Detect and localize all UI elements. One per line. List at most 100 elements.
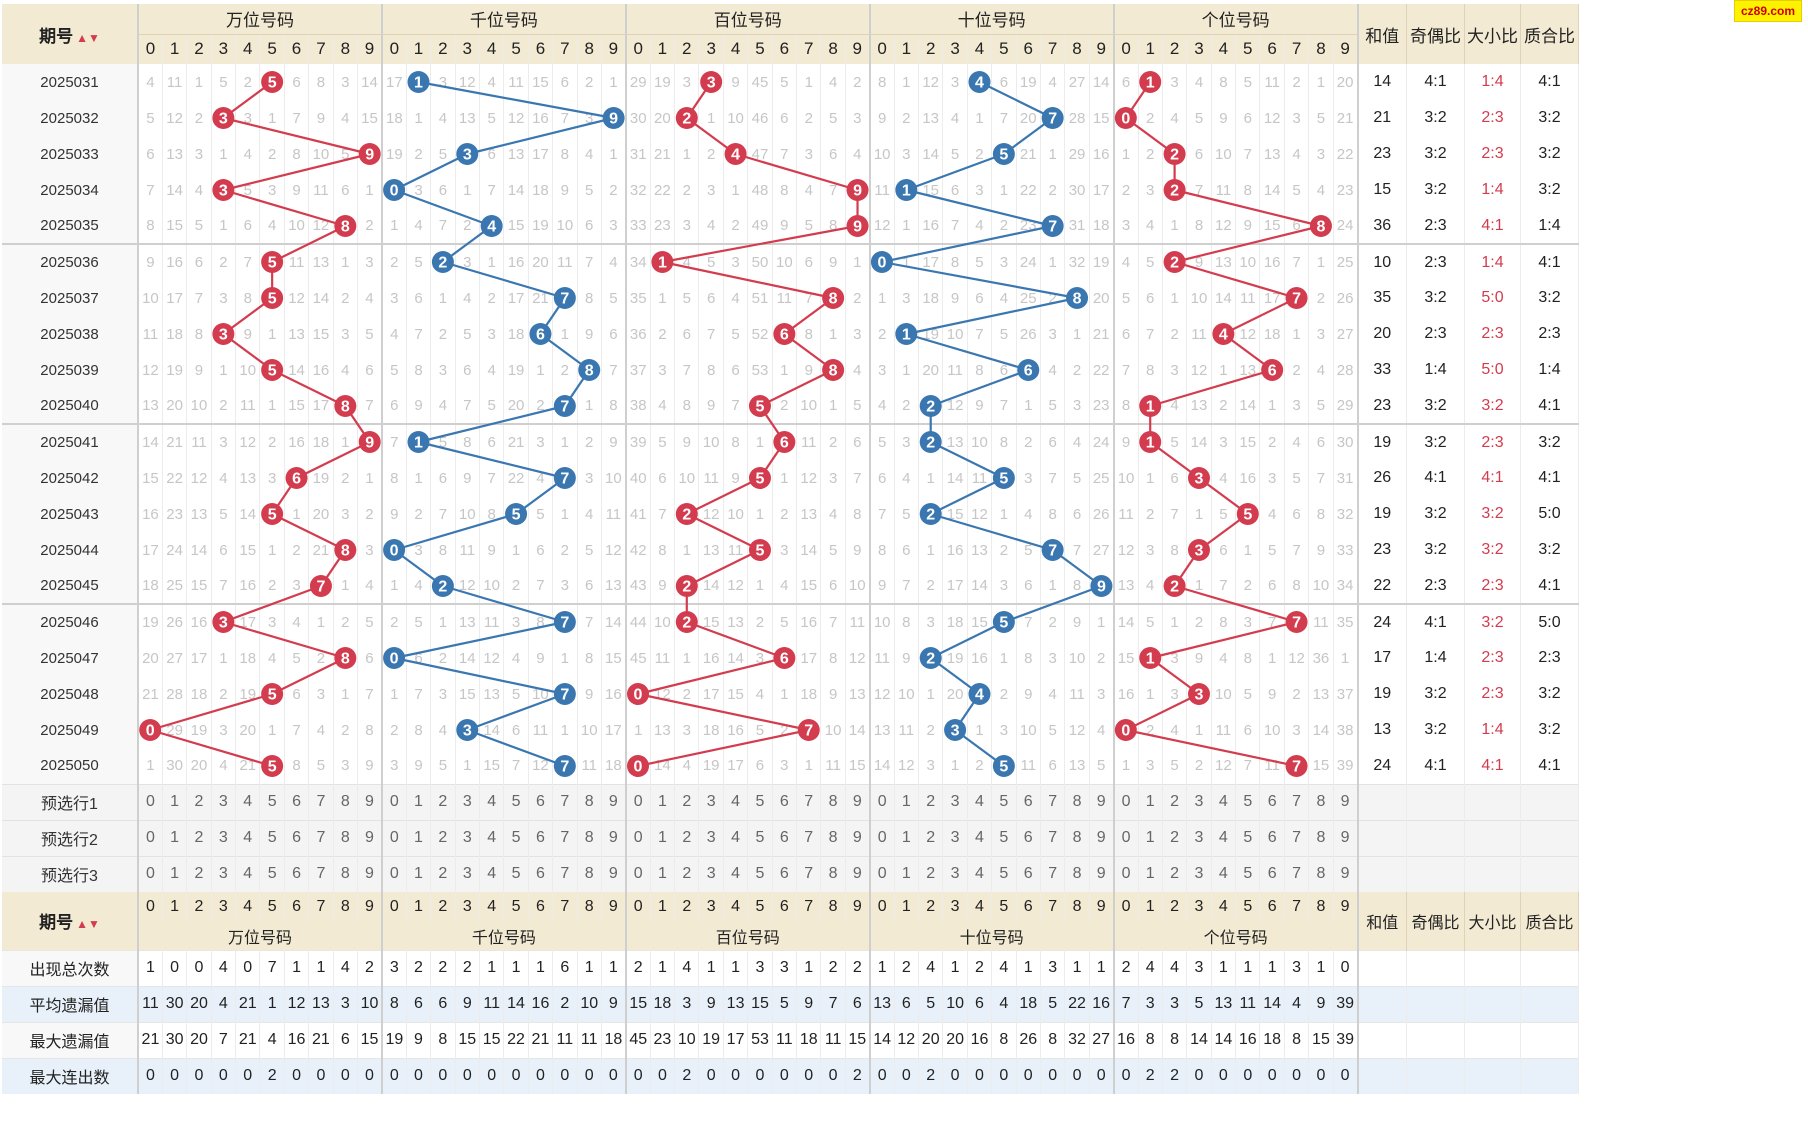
preselect-digit[interactable]: 3	[455, 819, 480, 856]
preselect-digit[interactable]: 8	[333, 819, 359, 856]
preselect-digit[interactable]: 7	[1040, 819, 1066, 856]
preselect-digit[interactable]: 1	[650, 819, 676, 856]
preselect-digit[interactable]: 7	[308, 783, 334, 820]
preselect-digit[interactable]: 8	[577, 855, 602, 892]
preselect-digit[interactable]: 3	[211, 783, 237, 820]
preselect-digit[interactable]: 8	[1308, 855, 1334, 892]
preselect-digit[interactable]: 1	[1138, 819, 1163, 856]
preselect-digit[interactable]: 7	[1284, 783, 1310, 820]
preselect-digit[interactable]: 3	[455, 783, 480, 820]
preselect-digit[interactable]: 4	[479, 855, 505, 892]
sort-period-header[interactable]: 期号▲▼	[2, 4, 139, 64]
preselect-digit[interactable]: 4	[235, 819, 261, 856]
sort-period-footer[interactable]: 期号▲▼	[2, 892, 139, 950]
preselect-digit[interactable]: 6	[284, 855, 310, 892]
preselect-digit[interactable]: 7	[796, 819, 822, 856]
preselect-digit[interactable]: 5	[1235, 783, 1261, 820]
preselect-digit[interactable]: 4	[1211, 783, 1237, 820]
preselect-digit[interactable]: 6	[772, 855, 798, 892]
preselect-digit[interactable]: 3	[698, 819, 724, 856]
preselect-digit[interactable]: 8	[1064, 783, 1090, 820]
preselect-digit[interactable]: 8	[1064, 855, 1090, 892]
preselect-digit[interactable]: 5	[747, 819, 773, 856]
preselect-digit[interactable]: 5	[503, 855, 529, 892]
preselect-digit[interactable]: 6	[528, 819, 554, 856]
preselect-digit[interactable]: 3	[455, 855, 480, 892]
preselect-digit[interactable]: 8	[333, 783, 359, 820]
preselect-digit[interactable]: 3	[1186, 855, 1212, 892]
preselect-digit[interactable]: 7	[1284, 819, 1310, 856]
preselect-digit[interactable]: 9	[357, 783, 383, 820]
preselect-digit[interactable]: 6	[284, 783, 310, 820]
preselect-digit[interactable]: 1	[162, 783, 188, 820]
preselect-digit[interactable]: 0	[625, 783, 651, 820]
preselect-digit[interactable]: 5	[991, 783, 1017, 820]
preselect-digit[interactable]: 5	[1235, 855, 1261, 892]
preselect-digit[interactable]: 4	[479, 819, 505, 856]
preselect-digit[interactable]: 3	[1186, 819, 1212, 856]
preselect-digit[interactable]: 2	[430, 819, 456, 856]
preselect-digit[interactable]: 2	[1162, 855, 1188, 892]
preselect-digit[interactable]: 2	[186, 783, 212, 820]
preselect-digit[interactable]: 5	[747, 855, 773, 892]
preselect-digit[interactable]: 2	[1162, 783, 1188, 820]
preselect-digit[interactable]: 5	[1235, 819, 1261, 856]
preselect-digit[interactable]: 6	[1016, 819, 1041, 856]
preselect-digit[interactable]: 2	[918, 783, 944, 820]
preselect-digit[interactable]: 5	[259, 783, 285, 820]
preselect-digit[interactable]: 9	[1333, 855, 1359, 892]
preselect-digit[interactable]: 0	[381, 819, 407, 856]
preselect-digit[interactable]: 4	[1211, 819, 1237, 856]
preselect-digit[interactable]: 2	[918, 855, 944, 892]
preselect-digit[interactable]: 1	[894, 783, 920, 820]
preselect-digit[interactable]: 6	[1259, 783, 1285, 820]
preselect-digit[interactable]: 1	[1138, 783, 1163, 820]
preselect-digit[interactable]: 7	[796, 855, 822, 892]
preselect-digit[interactable]: 7	[1040, 855, 1066, 892]
preselect-digit[interactable]: 1	[406, 783, 432, 820]
preselect-digit[interactable]: 3	[1186, 783, 1212, 820]
preselect-digit[interactable]: 6	[772, 783, 798, 820]
preselect-digit[interactable]: 7	[308, 855, 334, 892]
preselect-digit[interactable]: 8	[577, 819, 602, 856]
preselect-digit[interactable]: 8	[333, 855, 359, 892]
preselect-digit[interactable]: 9	[1089, 819, 1115, 856]
preselect-digit[interactable]: 9	[845, 855, 871, 892]
preselect-digit[interactable]: 9	[1089, 783, 1115, 820]
preselect-digit[interactable]: 4	[967, 783, 993, 820]
preselect-digit[interactable]: 6	[772, 819, 798, 856]
preselect-digit[interactable]: 3	[211, 855, 237, 892]
preselect-digit[interactable]: 1	[162, 855, 188, 892]
preselect-digit[interactable]: 5	[259, 855, 285, 892]
preselect-digit[interactable]: 0	[381, 855, 407, 892]
preselect-digit[interactable]: 6	[528, 783, 554, 820]
preselect-digit[interactable]: 6	[1016, 783, 1041, 820]
preselect-digit[interactable]: 0	[138, 855, 163, 892]
preselect-digit[interactable]: 0	[138, 819, 163, 856]
preselect-digit[interactable]: 0	[138, 783, 163, 820]
preselect-digit[interactable]: 7	[308, 819, 334, 856]
preselect-digit[interactable]: 7	[1284, 855, 1310, 892]
preselect-digit[interactable]: 0	[381, 783, 407, 820]
preselect-digit[interactable]: 9	[601, 819, 627, 856]
preselect-digit[interactable]: 5	[991, 855, 1017, 892]
sort-arrows-icon[interactable]: ▲▼	[76, 30, 100, 45]
preselect-digit[interactable]: 5	[259, 819, 285, 856]
preselect-digit[interactable]: 2	[430, 783, 456, 820]
preselect-digit[interactable]: 4	[235, 783, 261, 820]
preselect-digit[interactable]: 8	[820, 783, 846, 820]
preselect-digit[interactable]: 0	[869, 819, 895, 856]
preselect-digit[interactable]: 6	[1016, 855, 1041, 892]
preselect-digit[interactable]: 8	[1308, 819, 1334, 856]
preselect-digit[interactable]: 9	[601, 783, 627, 820]
preselect-digit[interactable]: 3	[942, 783, 968, 820]
sort-arrows-icon[interactable]: ▲▼	[76, 917, 100, 932]
preselect-digit[interactable]: 5	[503, 783, 529, 820]
preselect-digit[interactable]: 2	[918, 819, 944, 856]
preselect-digit[interactable]: 7	[552, 819, 578, 856]
preselect-digit[interactable]: 4	[1211, 855, 1237, 892]
preselect-digit[interactable]: 7	[552, 855, 578, 892]
preselect-digit[interactable]: 4	[967, 819, 993, 856]
preselect-digit[interactable]: 3	[211, 819, 237, 856]
preselect-digit[interactable]: 0	[1113, 783, 1139, 820]
